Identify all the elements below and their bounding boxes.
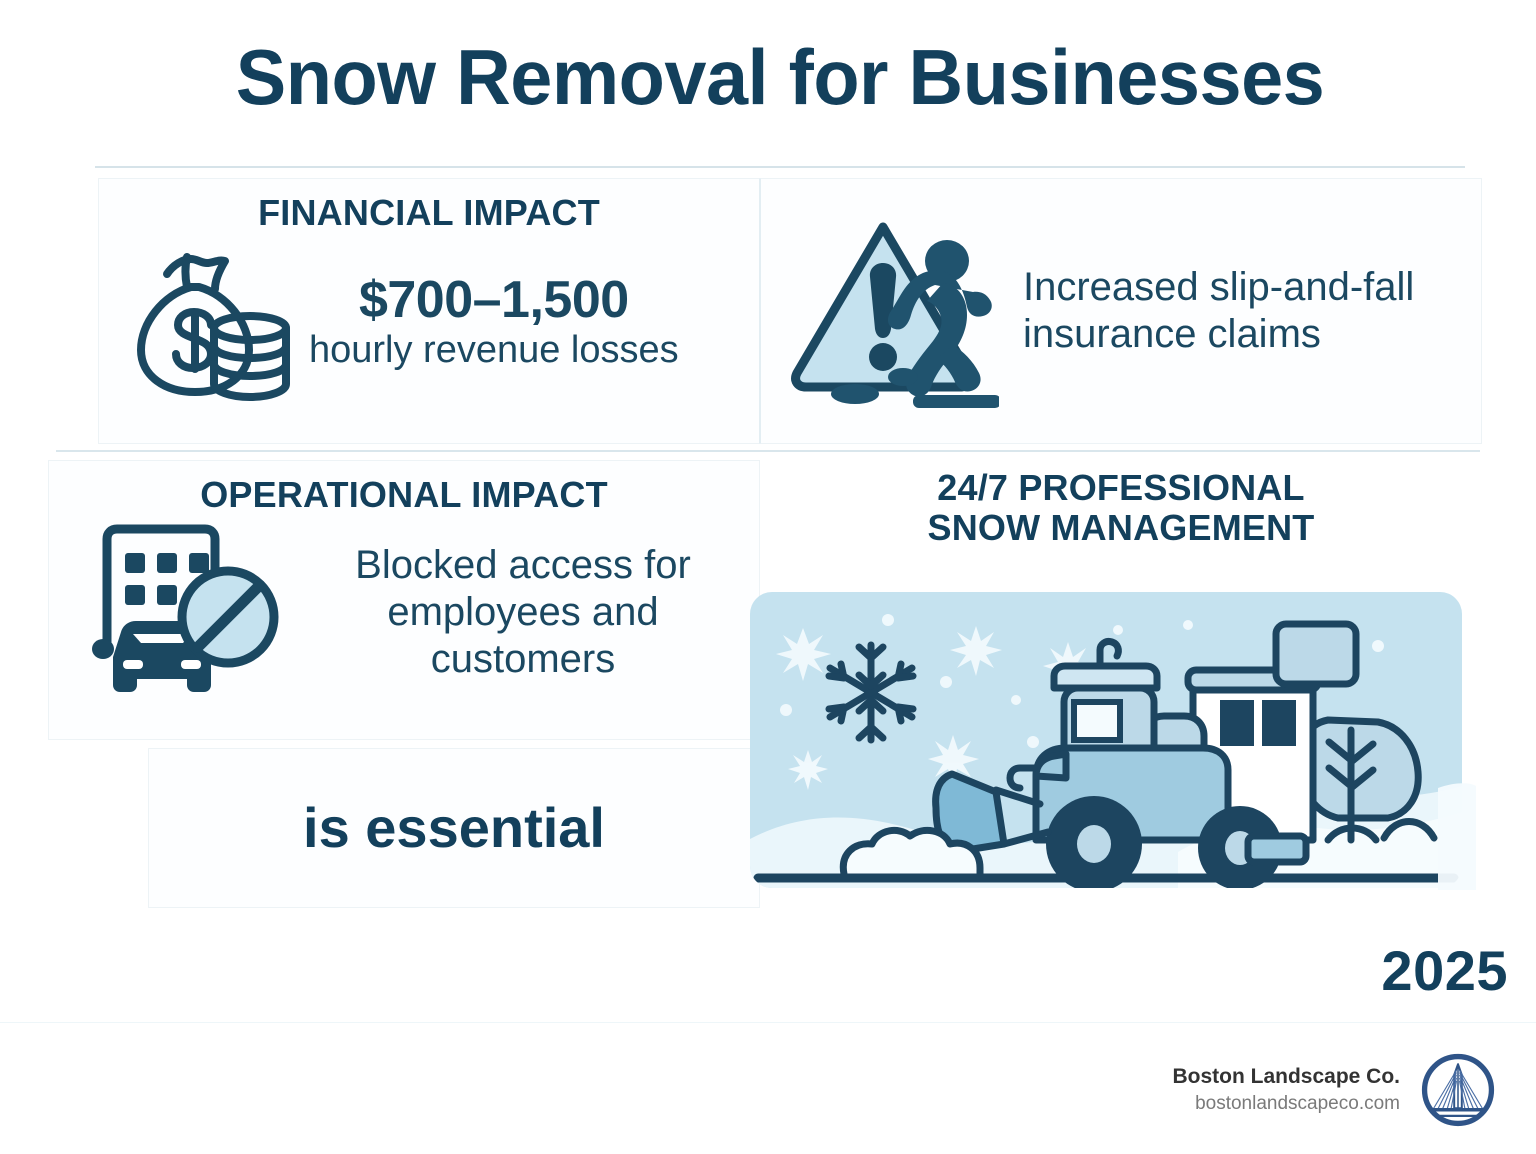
zakim-bridge-circle-logo (1420, 1052, 1496, 1128)
year-label: 2025 (1381, 939, 1508, 1002)
row-divider (56, 450, 1480, 452)
footer-text: Boston Landscape Co. bostonlandscapeco.c… (1172, 1063, 1400, 1117)
warning-slip-and-fall-icon (783, 205, 999, 417)
brand-name: Boston Landscape Co. (1172, 1065, 1400, 1088)
panel-is-essential: is essential (148, 748, 760, 908)
financial-caption: hourly revenue losses (309, 329, 679, 372)
snowplow-illustration (748, 590, 1478, 900)
brand-url: bostonlandscapeco.com (1195, 1093, 1400, 1115)
panel-financial-impact: FINANCIAL IMPACT (98, 178, 760, 444)
footer: Boston Landscape Co. bostonlandscapeco.c… (1172, 1052, 1496, 1128)
blocked-building-car-icon (85, 517, 295, 707)
slip-and-fall-text: Increased slip-and-fall insurance claims (1023, 264, 1415, 356)
header: Snow Removal for Businesses (95, 38, 1465, 168)
operational-text: Blocked access for employees and custome… (355, 542, 691, 681)
content-grid: FINANCIAL IMPACT (48, 178, 1508, 1002)
snow-management-heading-line2: SNOW MANAGEMENT (927, 507, 1315, 549)
financial-amount: $700–1,500 (358, 270, 629, 329)
snow-management-heading: 24/7 PROFESSIONAL SNOW MANAGEMENT (760, 467, 1482, 549)
panel-operational-impact: OPERATIONAL IMPACT (48, 460, 760, 740)
header-divider (95, 166, 1465, 168)
operational-impact-heading: OPERATIONAL IMPACT (200, 474, 608, 515)
financial-stat: $700–1,500 hourly revenue losses (309, 271, 679, 372)
panel-slip-and-fall: Increased slip-and-fall insurance claims (760, 178, 1482, 444)
is-essential-text: is essential (303, 796, 605, 860)
financial-impact-heading: FINANCIAL IMPACT (258, 192, 600, 233)
footer-divider (0, 1022, 1536, 1023)
page-title: Snow Removal for Businesses (235, 33, 1325, 121)
snow-management-heading-line1: 24/7 PROFESSIONAL (937, 467, 1305, 508)
money-bag-coins-icon (123, 237, 295, 405)
